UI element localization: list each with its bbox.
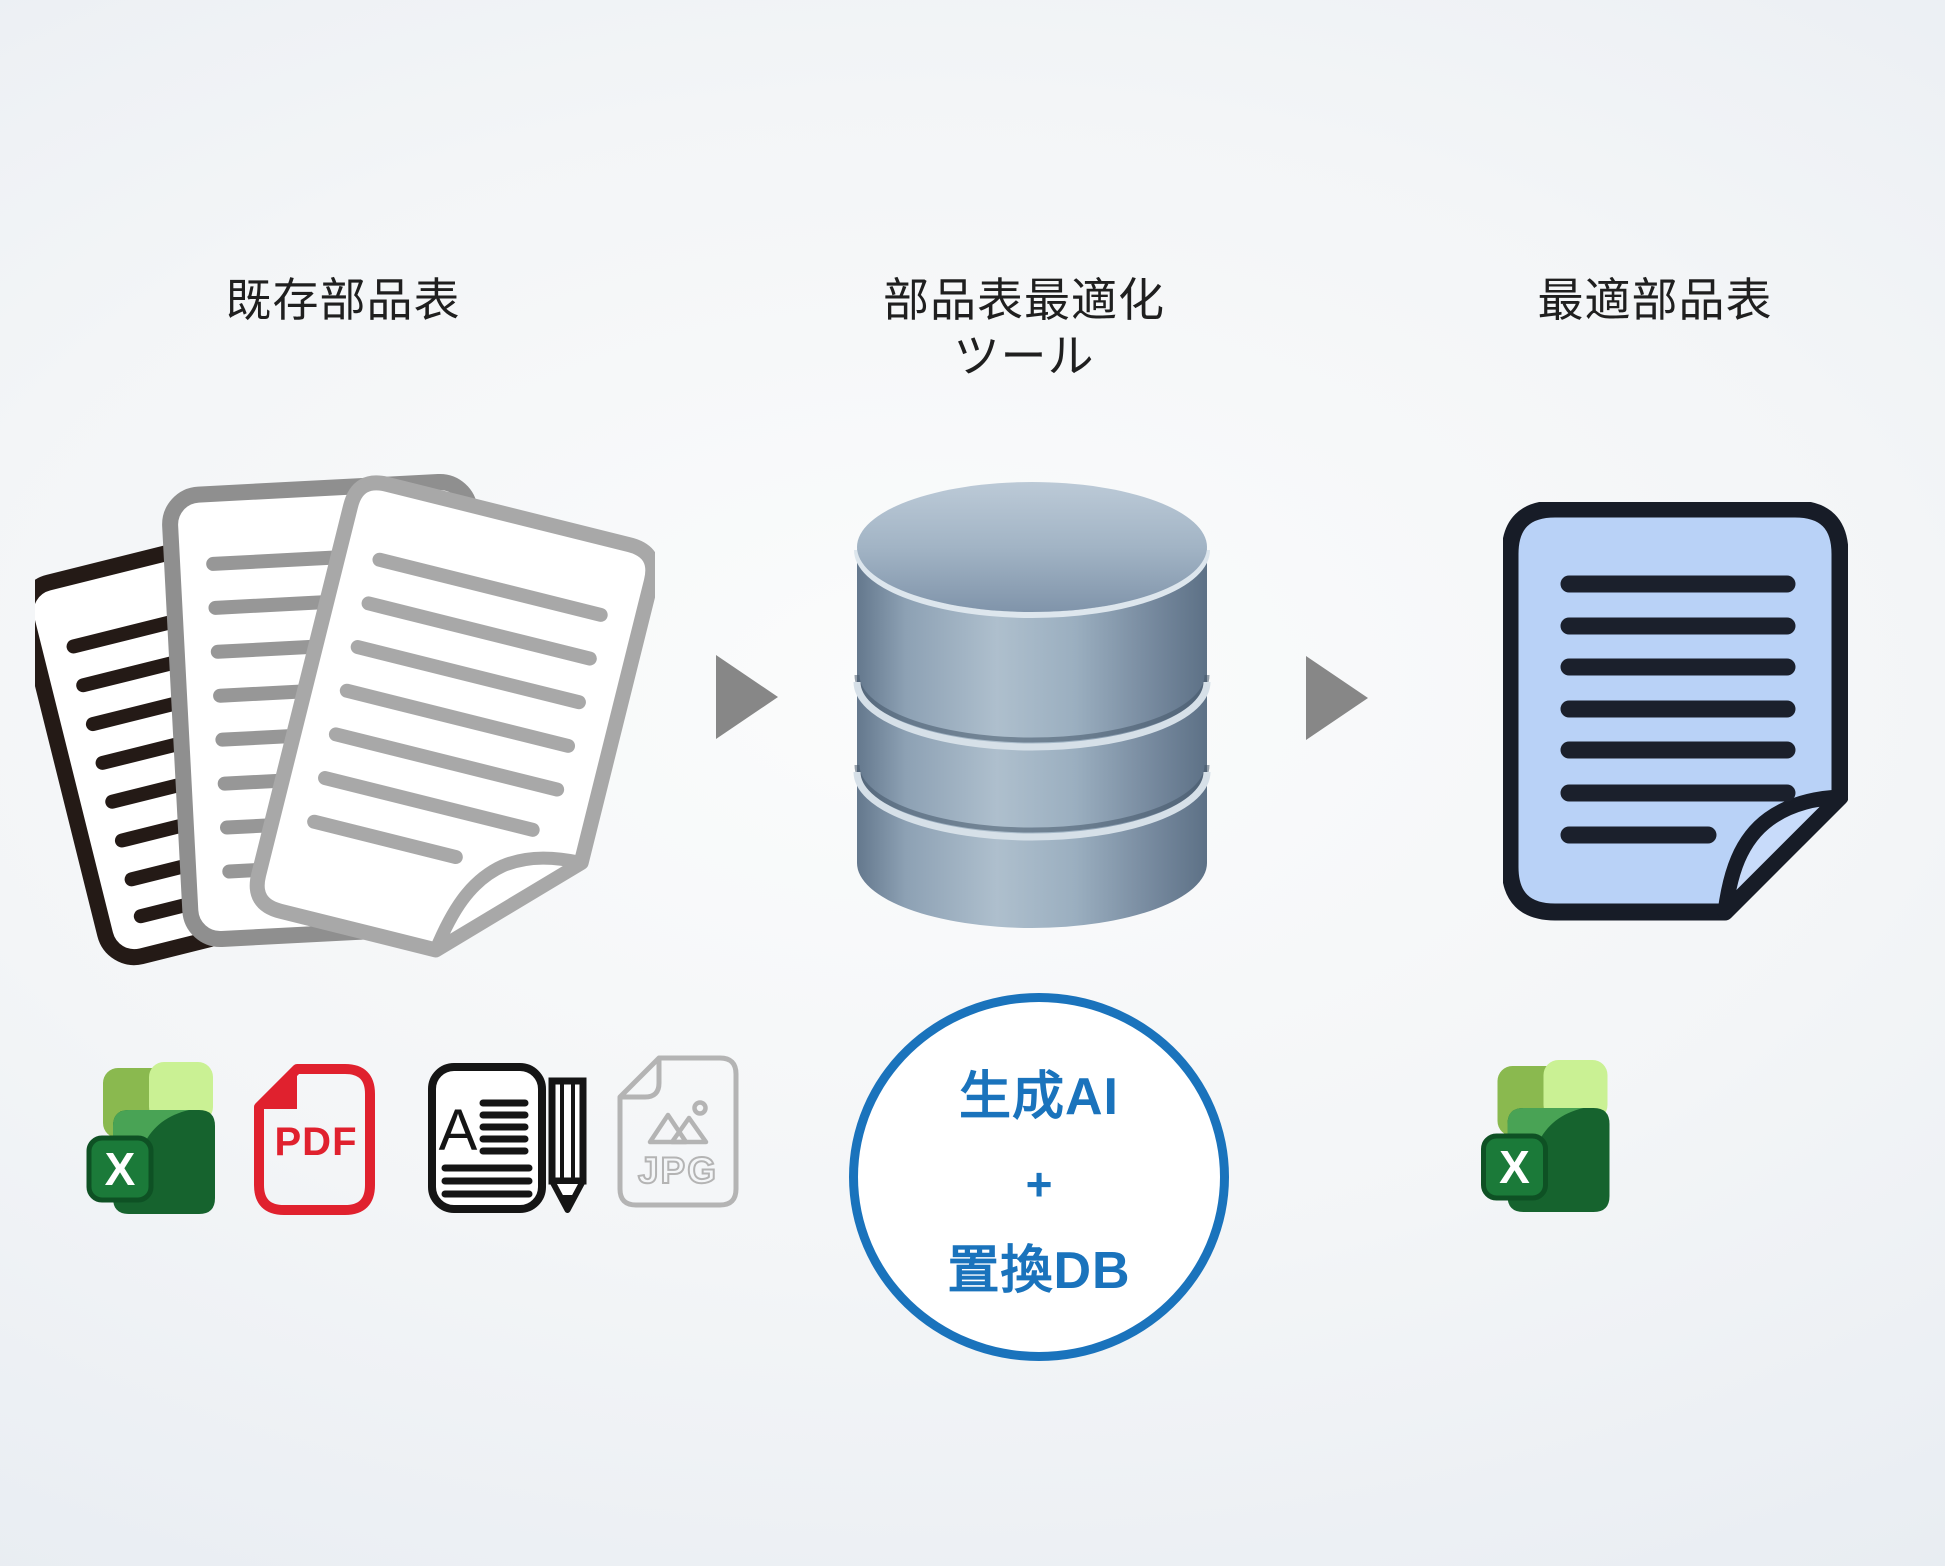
jpg-label: JPG: [638, 1150, 718, 1191]
excel-icon: X: [1478, 1060, 1616, 1218]
ai-line-2: 置換DB: [947, 1242, 1131, 1300]
excel-icon: X: [85, 1062, 220, 1220]
ai-plus: +: [1025, 1158, 1053, 1210]
ai-line-1: 生成AI: [958, 1068, 1119, 1126]
title-existing-bom: 既存部品表: [225, 274, 461, 326]
blue-document-icon: [1503, 502, 1848, 922]
text-document-pencil-icon: A: [425, 1058, 590, 1218]
title-bom-tool-line1: 部品表最適化: [883, 274, 1165, 326]
title-bom-tool: 部品表最適化 ツール: [864, 272, 1184, 384]
database-icon: [852, 470, 1212, 950]
doc-letter: A: [439, 1098, 478, 1163]
jpg-icon: JPG: [612, 1052, 742, 1214]
stacked-documents-icon: [35, 455, 655, 1000]
excel-letter: X: [1499, 1141, 1530, 1193]
title-optimal-bom: 最適部品表: [1537, 274, 1773, 326]
excel-letter: X: [105, 1143, 136, 1195]
arrow-right-icon: [716, 655, 778, 739]
pdf-label: PDF: [275, 1120, 358, 1164]
pdf-icon: PDF: [253, 1063, 378, 1218]
generative-ai-db-badge: 生成AI + 置換DB: [849, 993, 1229, 1361]
arrow-right-icon: [1306, 656, 1368, 740]
title-bom-tool-line2: ツール: [953, 330, 1095, 382]
